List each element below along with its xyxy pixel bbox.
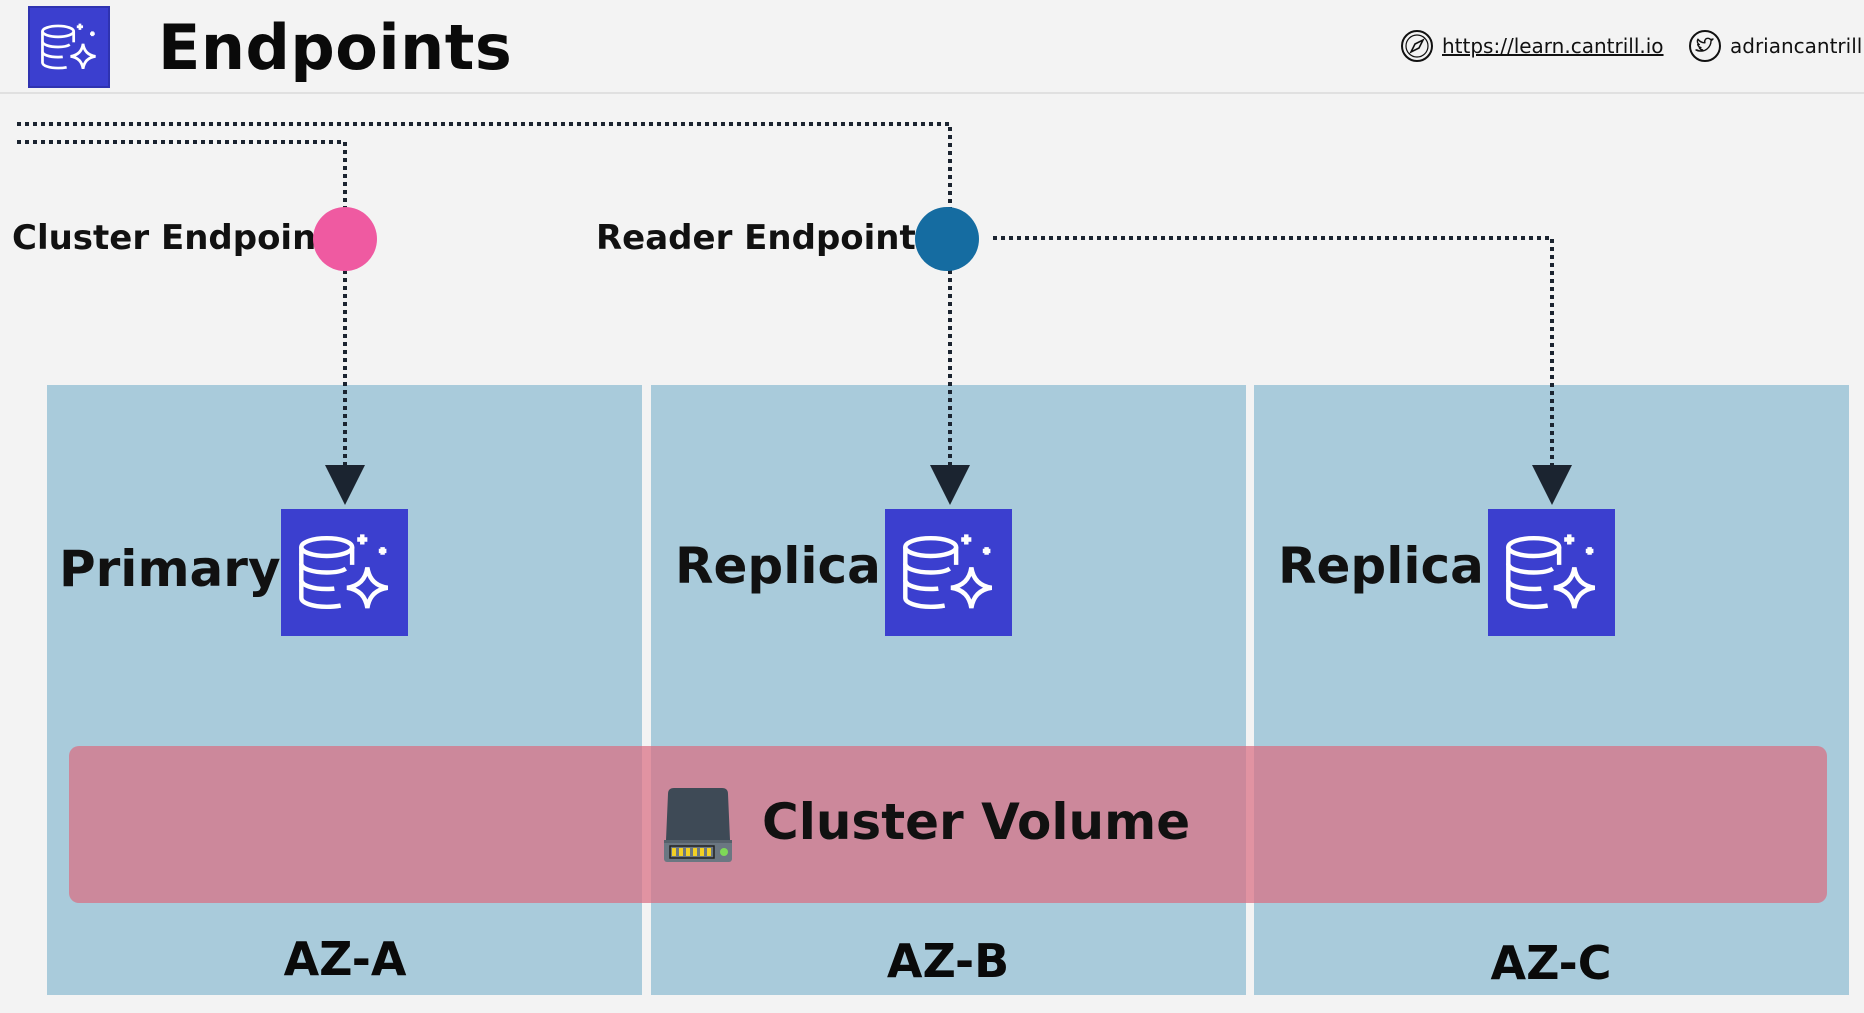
cluster-volume [69, 746, 1827, 903]
hard-drive-icon [656, 782, 740, 866]
header: Endpoints https://learn.cantrill.io adri… [0, 0, 1864, 94]
page-title: Endpoints [158, 11, 513, 84]
primary-instance-label: Primary [59, 540, 281, 598]
compass-icon [1400, 29, 1434, 63]
twitter-handle[interactable]: adriancantrill [1730, 34, 1863, 58]
cluster-endpoint-top-line [17, 140, 347, 210]
availability-zone-b [651, 385, 1246, 995]
aurora-database-icon [28, 6, 110, 88]
replica-c-instance-label: Replica [1278, 537, 1484, 595]
cluster-endpoint-dot [313, 207, 377, 271]
database-icon [281, 509, 408, 636]
cluster-volume-label: Cluster Volume [762, 793, 1191, 851]
database-icon [885, 509, 1012, 636]
replica-b-instance-label: Replica [675, 537, 881, 595]
az-a-label: AZ-A [283, 932, 407, 986]
reader-endpoint-label: Reader Endpoint [596, 218, 916, 258]
az-b-label: AZ-B [886, 934, 1010, 988]
availability-zone-a [47, 385, 642, 995]
database-icon [1488, 509, 1615, 636]
twitter-icon [1688, 29, 1722, 63]
website-link-text[interactable]: https://learn.cantrill.io [1442, 34, 1664, 58]
reader-endpoint-dot [915, 207, 979, 271]
website-link[interactable]: https://learn.cantrill.io [1400, 28, 1664, 64]
twitter-link[interactable]: adriancantrill [1688, 28, 1862, 64]
az-c-label: AZ-C [1490, 936, 1612, 990]
cluster-endpoint-label: Cluster Endpoint [12, 218, 333, 258]
reader-endpoint-top-line [17, 122, 952, 210]
availability-zone-c [1254, 385, 1849, 995]
